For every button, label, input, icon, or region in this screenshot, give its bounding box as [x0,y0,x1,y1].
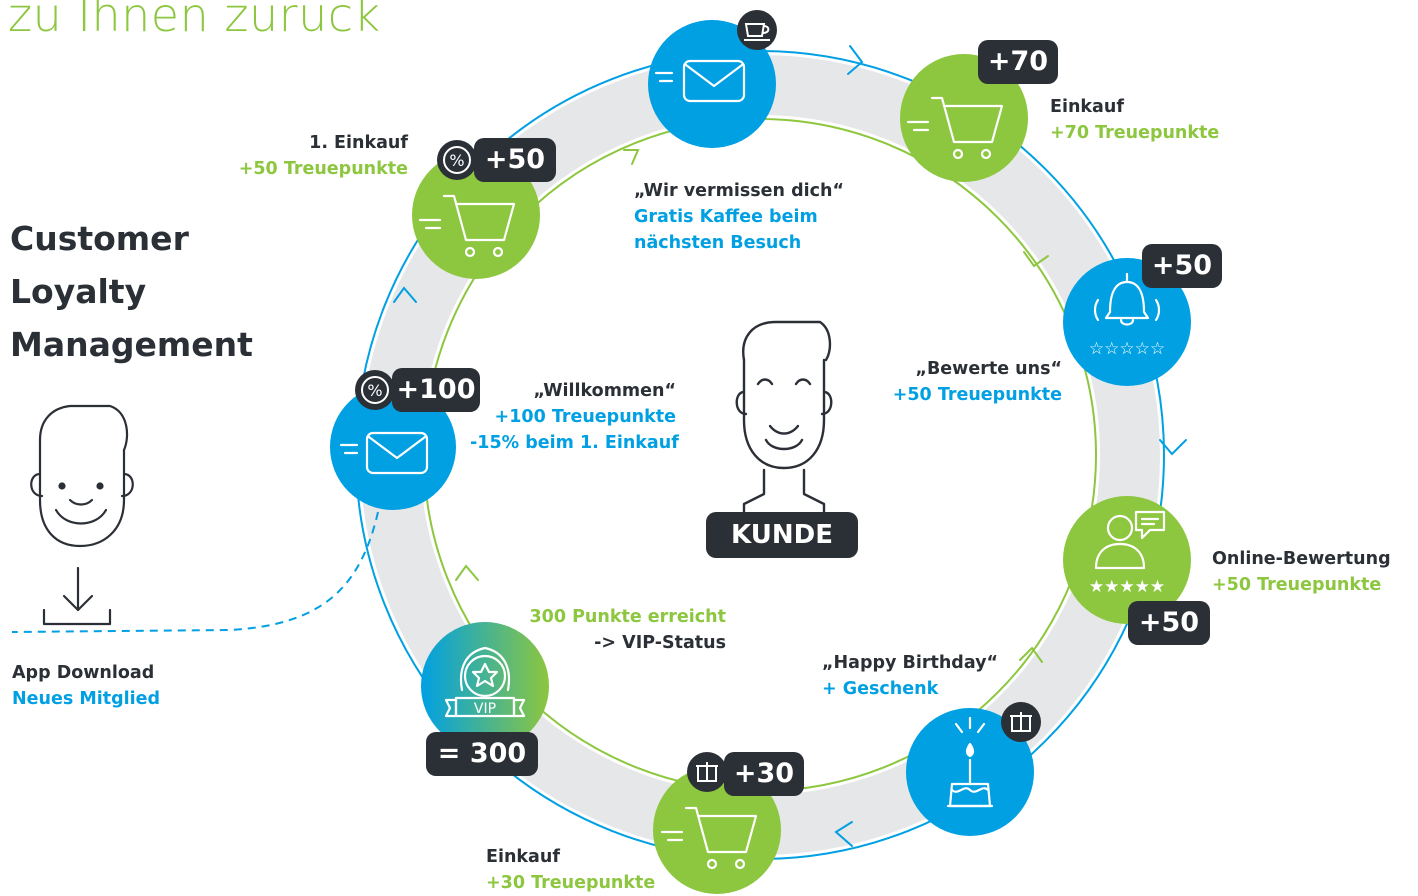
envelope-icon [654,59,746,103]
badge-einkauf30-points: +30 [724,752,804,796]
discount-percent-icon: % [355,370,395,410]
arrow-inner-1 [623,149,640,165]
title-line-2: Loyalty [10,272,147,311]
title-line-1: Customer [10,219,189,258]
shopping-cart-icon [660,806,758,870]
shopping-cart-icon [418,194,516,258]
label-bewerte-uns: „Bewerte uns“ +50 Treuepunkte [892,359,1062,405]
headline: zu Ihnen zurück [8,0,381,42]
arrow-inner-2 [1023,251,1049,268]
node-einkauf-30 [653,766,781,894]
svg-text:☆☆☆☆☆: ☆☆☆☆☆ [1089,339,1165,359]
customer-face-icon [735,320,833,518]
node-bewerte [1063,258,1191,386]
title-line-3: Management [10,325,253,364]
vip-badge-icon: VIP [444,646,526,718]
label-einkauf-70: Einkauf +70 Treuepunkte [1050,97,1220,143]
bell-stars-icon: ☆☆☆☆☆ [1089,272,1165,359]
label-online-bewertung: Online-Bewertung +50 Treuepunkte [1212,549,1391,595]
person-speech-icon: ★★★★★ [1089,510,1165,597]
label-einkauf-30: Einkauf +30 Treuepunkte [486,847,656,893]
badge-online-points: +50 [1128,601,1210,645]
arrow-outer-3 [834,821,853,847]
coffee-cup-icon [737,10,777,50]
node-vip [421,622,549,750]
node-willkommen [330,384,456,510]
arrow-outer-1 [847,45,864,75]
gift-icon [687,752,727,792]
arrow-inner-3 [1019,646,1043,663]
label-happy-birthday: „Happy Birthday“ + Geschenk [822,653,999,699]
page-title: Customer Loyalty Management [10,212,253,371]
svg-text:VIP: VIP [474,701,496,717]
badge-einkauf70-points: +70 [978,40,1058,84]
shopping-cart-icon [906,96,1004,160]
node-einkauf-1 [412,151,540,279]
badge-bewerte-points: +50 [1142,244,1222,288]
label-willkommen: „Willkommen“ +100 Treuepunkte -15% beim … [470,381,679,453]
badge-einkauf1-points: +50 [474,138,556,182]
svg-text:★★★★★: ★★★★★ [1089,577,1165,597]
svg-text:%: % [449,151,464,170]
app-download-label: App Download Neues Mitglied [12,663,161,709]
node-einkauf-70 [900,54,1028,182]
badge-willkommen-points: +100 [392,368,480,412]
label-vip-status: 300 Punkte erreicht -> VIP-Status [529,607,726,653]
label-vermissen: „Wir vermissen dich“ Gratis Kaffee beim … [634,181,844,253]
arrow-outer-2 [1159,439,1187,456]
svg-text:%: % [367,381,382,400]
badge-vip-points: = 300 [426,732,538,776]
gift-icon [1001,702,1041,742]
label-einkauf-1: 1. Einkauf +50 Treuepunkte [238,133,408,179]
arrow-inner-4 [455,564,479,581]
app-download-dashed-line [11,511,379,633]
envelope-icon [339,431,429,475]
node-online-bewertung [1063,496,1191,624]
birthday-cake-icon [946,716,994,808]
discount-percent-icon: % [437,140,477,180]
center-kunde-badge: KUNDE [706,512,858,558]
app-user-face-icon [30,404,134,626]
arrow-outer-4 [393,286,417,303]
